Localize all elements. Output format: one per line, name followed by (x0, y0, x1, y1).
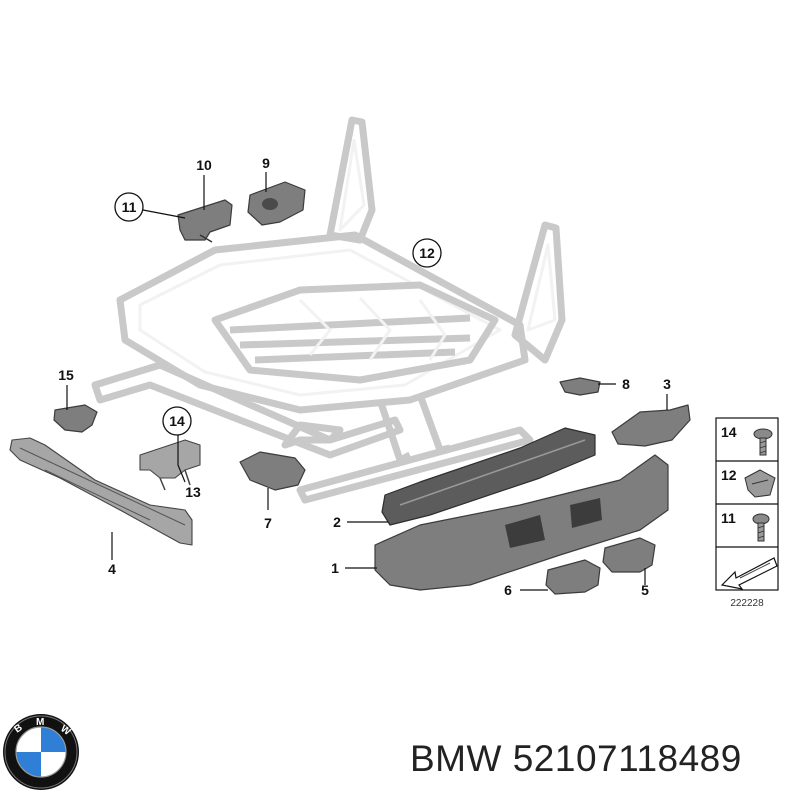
bolt-icon (752, 513, 770, 542)
callout-5: 5 (641, 582, 649, 598)
part-10-bracket (177, 199, 233, 241)
callout-13: 13 (185, 484, 201, 500)
svg-text:M: M (36, 717, 44, 728)
part-caption: BMW 52107118489 (410, 738, 742, 780)
part-13-bracket (139, 439, 201, 479)
part-15-cover (53, 404, 98, 433)
leader-lines (66, 172, 668, 591)
legend-12: 12 (721, 467, 737, 483)
clip-icon (744, 469, 776, 498)
direction-arrow-icon (720, 557, 778, 590)
callout-14: 14 (169, 413, 185, 429)
fastener-legend: 14 12 11 222228 (715, 417, 779, 609)
callout-6: 6 (504, 582, 512, 598)
callout-11: 11 (122, 199, 137, 215)
caption-brand: BMW (410, 738, 502, 779)
callout-12: 12 (419, 245, 435, 261)
seat-frame-drawing (91, 116, 566, 504)
caption-part-number: 52107118489 (512, 738, 742, 779)
legend-14: 14 (721, 424, 737, 440)
callout-9: 9 (262, 155, 270, 171)
diagram-reference-number: 222228 (730, 598, 764, 609)
callout-4: 4 (108, 561, 116, 577)
callout-8: 8 (622, 376, 630, 392)
legend-11: 11 (721, 510, 736, 526)
part-5-handle (602, 537, 656, 573)
part-7-cover (239, 451, 306, 491)
part-2-rail-trim (381, 427, 596, 526)
bmw-logo: B M W (3, 714, 79, 790)
callout-labels: 10 9 11 12 15 8 3 14 13 7 2 4 1 6 5 (58, 155, 671, 598)
callout-3: 3 (663, 376, 671, 392)
callout-15: 15 (58, 367, 74, 383)
callout-2: 2 (333, 514, 341, 530)
screw-icon (753, 428, 773, 456)
part-3-end-cap (611, 404, 691, 447)
part-6-handle (545, 559, 601, 595)
callout-10: 10 (196, 157, 212, 173)
part-8-clip (559, 377, 601, 396)
callout-7: 7 (264, 515, 272, 531)
callout-1: 1 (331, 560, 339, 576)
